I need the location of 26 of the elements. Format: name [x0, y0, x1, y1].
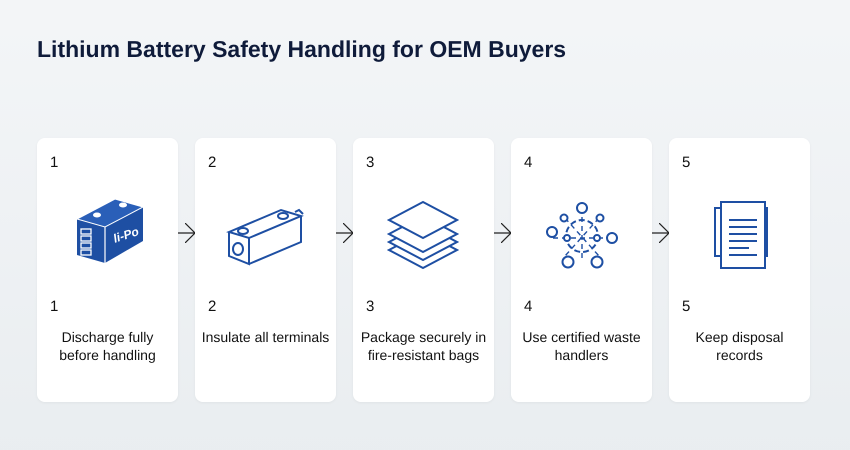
- step-card: [37, 138, 178, 402]
- step-card: [353, 138, 494, 402]
- step-card: [511, 138, 652, 402]
- step-description: Use certified waste handlers: [521, 328, 642, 364]
- step-number: 3: [366, 298, 374, 315]
- step-number: 4: [524, 298, 532, 315]
- step-card: [669, 138, 810, 402]
- step-number: 2: [208, 298, 216, 315]
- battery-label: li-Po: [111, 224, 141, 246]
- step-number: 3: [366, 154, 374, 171]
- step-number: 5: [682, 154, 690, 171]
- step-number: 1: [50, 154, 58, 171]
- step-number: 4: [524, 154, 532, 171]
- step-description: Insulate all terminals: [201, 328, 330, 346]
- arrow: [652, 222, 670, 244]
- step-description: Discharge fully before handling: [58, 328, 157, 364]
- step-number: 5: [682, 298, 690, 315]
- step-description: Keep disposal records: [694, 328, 784, 364]
- step-card: [195, 138, 336, 402]
- arrow: [494, 222, 512, 244]
- step-number: 2: [208, 154, 216, 171]
- arrow: [336, 222, 354, 244]
- title: Lithium Battery Safety Handling for OEM Buyers: [37, 36, 566, 63]
- step-description: Package securely in fire-resistant bags: [360, 328, 488, 364]
- step-number: 1: [50, 298, 58, 315]
- arrow: [178, 222, 196, 244]
